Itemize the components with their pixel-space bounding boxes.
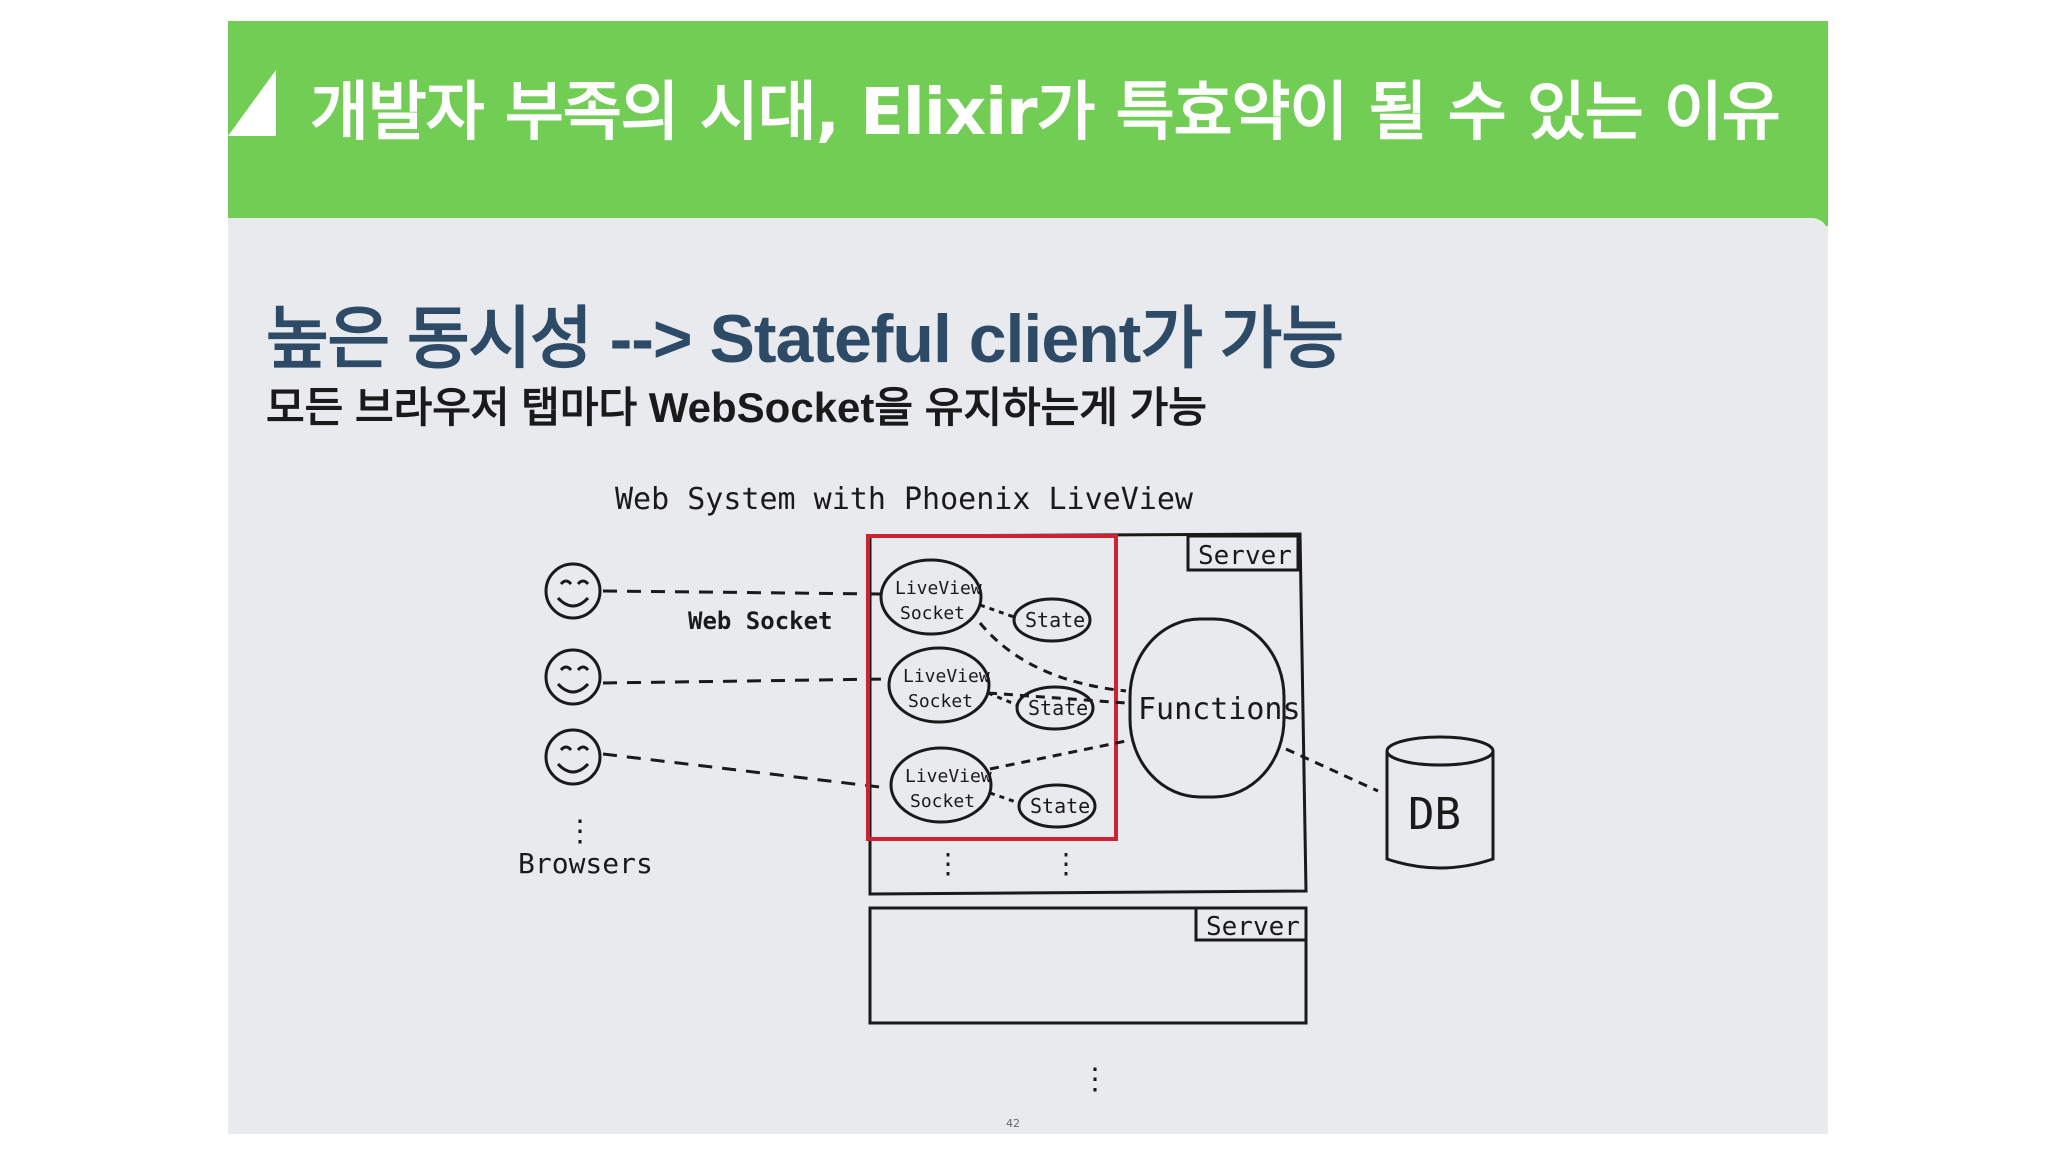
browser-face-icon <box>544 648 602 706</box>
db-label: DB <box>1408 789 1461 840</box>
state-ellipsis: ⋮ <box>1052 847 1080 880</box>
functions-node: Functions <box>1128 617 1301 799</box>
state-node-2: State <box>1015 685 1095 731</box>
banner-divider <box>228 218 1828 234</box>
svg-text:State: State <box>1030 794 1090 818</box>
slide: 개발자 부족의 시대, Elixir가 특효약이 될 수 있는 이유 높은 동시… <box>228 21 1828 1134</box>
state-node-3: State <box>1017 783 1097 829</box>
svg-text:State: State <box>1025 608 1085 632</box>
page-number: 42 <box>1006 1117 1020 1130</box>
title-banner: 개발자 부족의 시대, Elixir가 특효약이 될 수 있는 이유 <box>228 21 1828 226</box>
socket-state-link <box>979 603 1020 805</box>
banner-title: 개발자 부족의 시대, Elixir가 특효약이 될 수 있는 이유 <box>310 76 1781 150</box>
svg-text:Functions: Functions <box>1138 692 1301 727</box>
liveview-diagram: Web System with Phoenix LiveView ⋮ Brows… <box>518 482 1495 1097</box>
svg-text:LiveView: LiveView <box>903 666 990 687</box>
server-label: Server <box>1198 541 1292 571</box>
state-node-1: State <box>1012 597 1092 643</box>
svg-text:LiveView: LiveView <box>905 766 992 787</box>
subheadline: 모든 브라우저 탭마다 WebSocket을 유지하는게 가능 <box>266 384 1207 431</box>
svg-text:Socket: Socket <box>908 691 973 712</box>
server-label-box-2 <box>1194 906 1308 942</box>
liveview-highlight <box>866 534 1118 841</box>
banner-corner-mark <box>228 70 276 136</box>
websocket-label: Web Socket <box>688 607 833 635</box>
svg-text:State: State <box>1028 696 1088 720</box>
server-box-2 <box>868 906 1308 1025</box>
diagram-title: Web System with Phoenix LiveView <box>615 482 1194 517</box>
svg-text:Socket: Socket <box>900 603 965 624</box>
socket-functions-link <box>978 622 1127 771</box>
browsers-ellipsis: ⋮ <box>565 814 595 849</box>
liveview-socket-2: LiveView Socket <box>887 646 991 724</box>
socket-ellipsis: ⋮ <box>934 847 962 880</box>
browser-face-icon <box>544 728 602 786</box>
liveview-socket-1: LiveView Socket <box>879 558 983 636</box>
server-label-2: Server <box>1206 912 1300 942</box>
functions-db-link <box>1285 747 1379 793</box>
headline: 높은 동시성 --> Stateful client가 가능 <box>266 301 1344 377</box>
database-icon <box>1385 735 1495 870</box>
svg-text:LiveView: LiveView <box>895 578 982 599</box>
svg-text:Socket: Socket <box>910 791 975 812</box>
browsers-label: Browsers <box>518 847 653 880</box>
liveview-socket-3: LiveView Socket <box>889 746 993 824</box>
servers-ellipsis: ⋮ <box>1080 1062 1110 1097</box>
browser-face-icon <box>544 562 602 620</box>
server-label-box <box>1186 534 1300 572</box>
